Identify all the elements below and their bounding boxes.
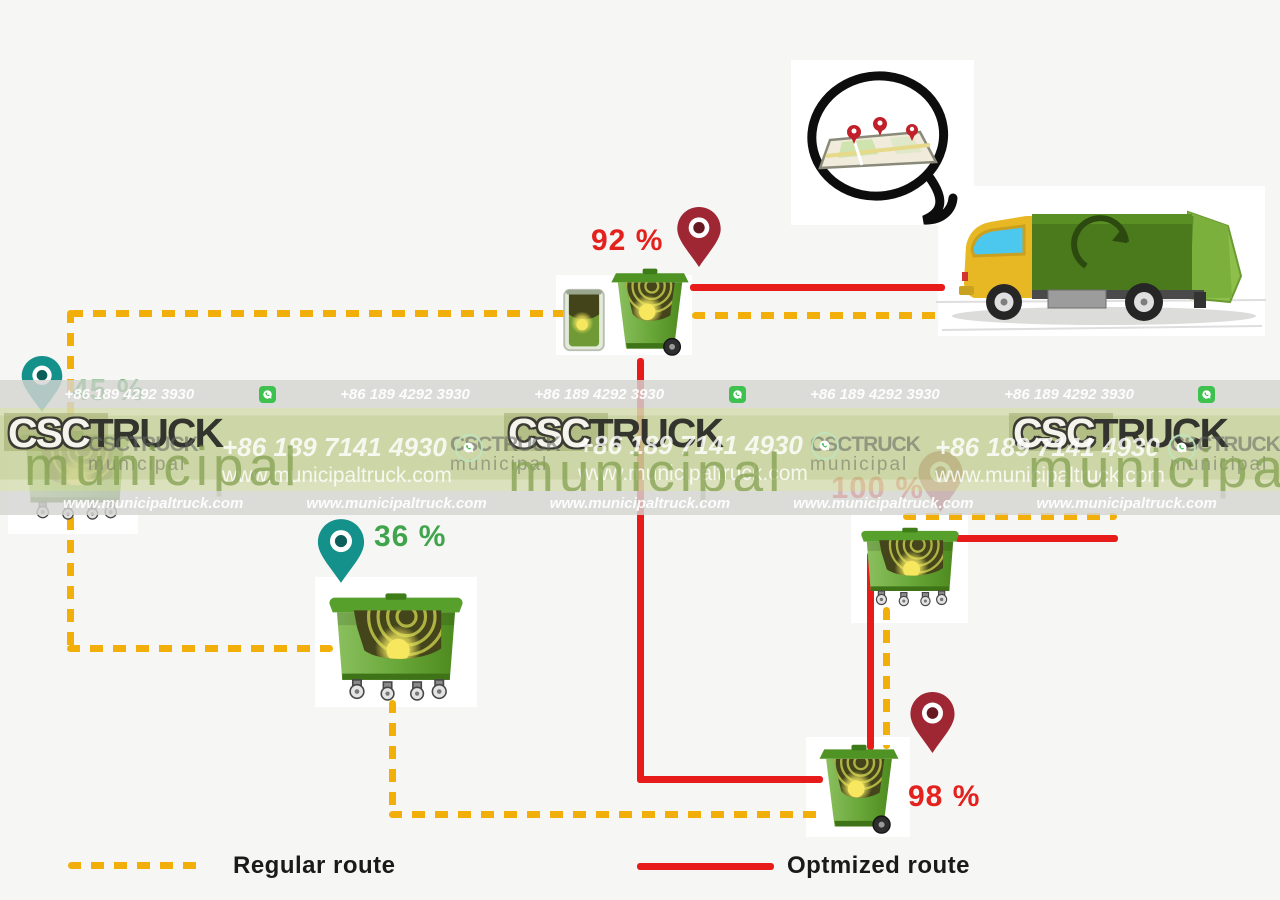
optimized-route-segment — [690, 284, 945, 291]
regular-route-segment — [692, 312, 945, 319]
location-pin-icon — [909, 691, 956, 754]
watermark-contact-block: +86 189 7141 4930 www.municipaltruck.com — [935, 432, 1196, 488]
watermark-website-text: www.municipaltruck.com — [793, 494, 974, 512]
regular-route-segment — [389, 700, 396, 818]
regular-route-segment — [903, 513, 1117, 520]
optimized-route-segment — [637, 358, 644, 783]
watermark-phone-text: +86 189 4292 3930 — [64, 385, 195, 403]
legend-optimized-route-sample — [637, 863, 774, 870]
watermark-phone-text: +86 189 4292 3930 — [1004, 385, 1134, 403]
waste-container-92 — [608, 264, 692, 356]
whatsapp-icon — [454, 433, 483, 462]
location-pin-icon — [676, 206, 722, 268]
csctruck-logo: CSCTRUCK — [504, 411, 724, 455]
waste-container-100 — [856, 512, 964, 616]
watermark-phone-strip: +86 189 4292 3930 +86 189 4292 3930 +86 … — [0, 380, 1280, 408]
csctruck-logo: CSCTRUCK — [1009, 411, 1229, 455]
regular-route-segment — [70, 310, 570, 317]
garbage-truck-illustration — [936, 186, 1266, 336]
municipal-watermark: municipal — [1028, 437, 1280, 499]
speech-bubble-map-icon — [792, 60, 974, 226]
watermark-phone-text: +86 189 4292 3930 — [534, 385, 665, 403]
csctruck-mini-watermark: CSCTRUCK municipal — [1170, 433, 1280, 475]
location-pin-icon — [316, 518, 366, 584]
watermark-website-text: www.municipaltruck.com — [63, 494, 244, 512]
watermark-brand-band: CSCTRUCK CSCTRUCK CSCTRUCK CSCTRUCK muni… — [0, 408, 1280, 503]
regular-route-segment — [67, 645, 333, 652]
watermark-contact-block: +86 189 7141 4930 www.municipaltruck.com — [222, 432, 483, 488]
watermark-contact-block: +86 189 7141 4930 www.municipaltruck.com — [578, 430, 839, 486]
fill-level-label: 98 % — [908, 780, 981, 813]
legend-optimized-route-label: Optmized route — [787, 852, 971, 879]
csctruck-mini-watermark: CSCTRUCK municipal — [88, 433, 199, 475]
watermark-phone-text: +86 189 4292 3930 — [340, 385, 470, 403]
fill-level-label: 36 % — [374, 520, 447, 553]
watermark-website-text: www.municipaltruck.com — [1036, 494, 1217, 512]
watermark-website-strip: www.municipaltruck.com www.municipaltruc… — [0, 491, 1280, 515]
whatsapp-icon — [728, 385, 746, 403]
legend-regular-route-label: Regular route — [233, 852, 396, 879]
optimized-route-segment — [637, 776, 823, 783]
regular-route-segment — [389, 811, 819, 818]
optimized-route-segment — [867, 552, 874, 750]
whatsapp-icon — [810, 431, 839, 460]
watermark-website-text: www.municipaltruck.com — [549, 494, 731, 512]
optimized-route-segment — [955, 535, 1118, 542]
fill-level-label: 92 % — [591, 224, 664, 257]
legend-regular-route-sample — [68, 862, 206, 869]
watermark-phone-text: +86 189 4292 3930 — [810, 385, 940, 403]
whatsapp-icon — [1198, 385, 1216, 403]
whatsapp-icon — [1167, 433, 1196, 462]
waste-cup-bin — [562, 287, 606, 353]
csctruck-logo: CSCTRUCK — [4, 411, 224, 455]
regular-route-segment — [883, 607, 890, 749]
whatsapp-icon — [258, 385, 276, 403]
waste-container-98 — [812, 740, 906, 834]
watermark-website-text: www.municipaltruck.com — [306, 494, 487, 512]
waste-container-36 — [320, 585, 472, 701]
municipal-watermark: municipal — [24, 435, 302, 497]
